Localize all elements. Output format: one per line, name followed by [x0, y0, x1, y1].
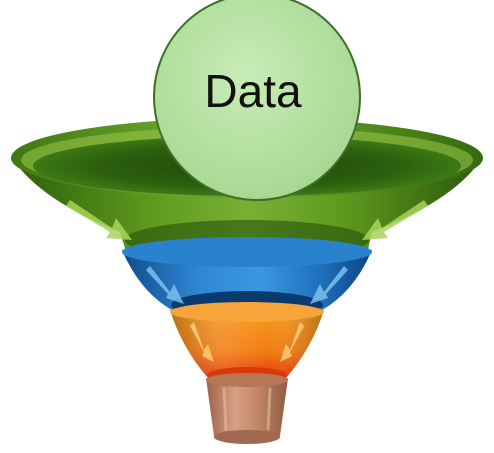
funnel-spout — [206, 373, 288, 444]
blue-arrow-left — [146, 266, 184, 304]
data-bubble: Data — [153, 0, 361, 201]
blue-arrow-right — [310, 266, 348, 304]
funnel-lower-orange-section — [170, 302, 324, 383]
orange-arrow-left — [190, 322, 214, 362]
green-arrow-left — [66, 200, 132, 240]
orange-arrow-right — [280, 322, 304, 362]
green-arrow-right — [362, 200, 428, 240]
data-label: Data — [204, 65, 302, 117]
